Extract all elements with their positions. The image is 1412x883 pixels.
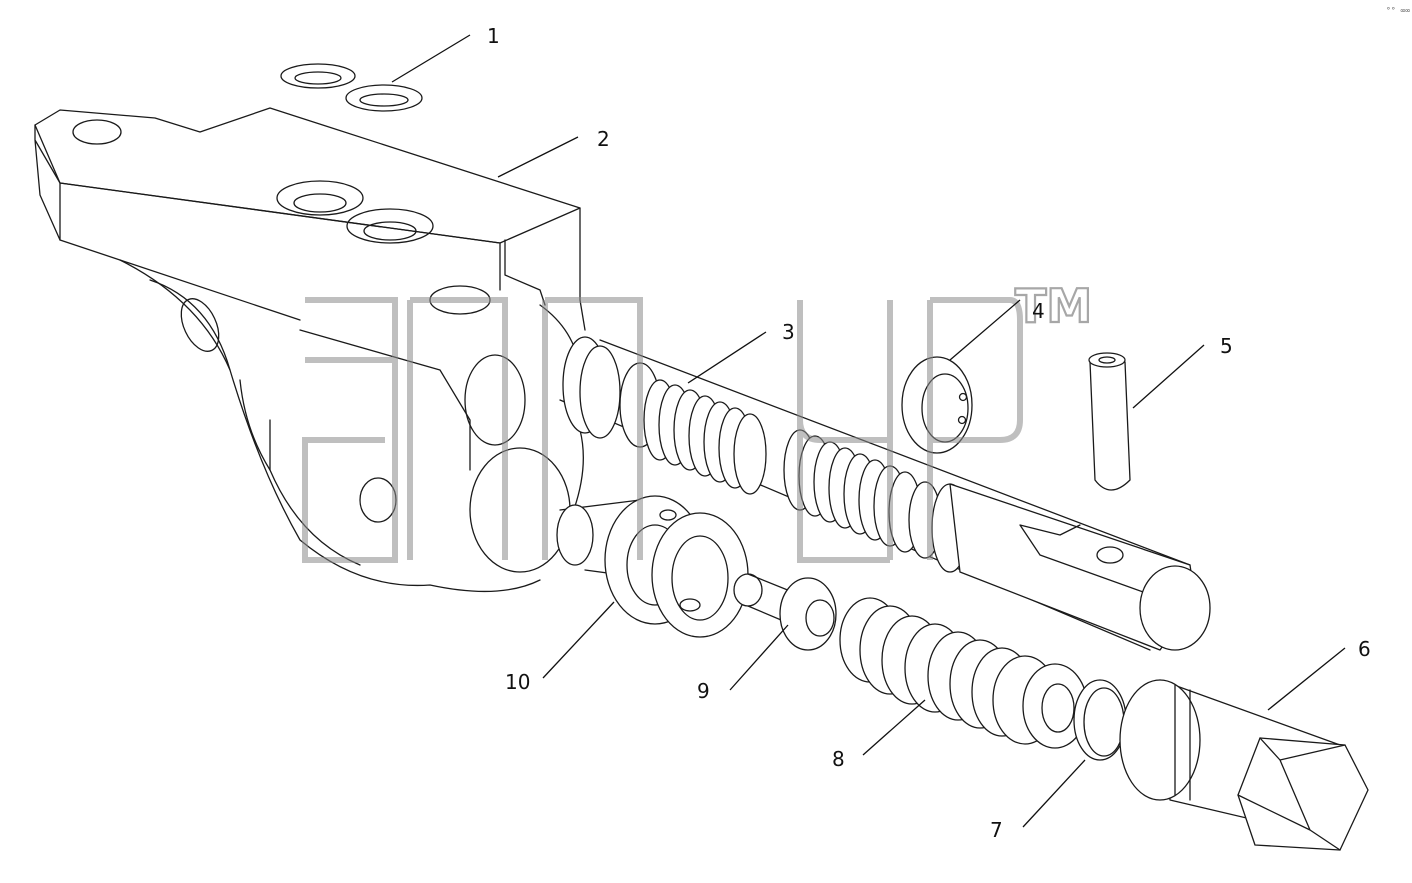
- leader-9: [729, 624, 789, 691]
- leader-8: [862, 699, 926, 756]
- leader-4: [949, 299, 1021, 361]
- callout-labels: 1 2 3 4 5 6 7 8 9 10: [487, 24, 1371, 842]
- part-7-ring: [1073, 679, 1127, 761]
- watermark-trademark: TM: [1015, 279, 1092, 333]
- corner-mark: °° ∞∞: [1386, 6, 1411, 15]
- part-5-pin: [1088, 352, 1131, 491]
- part-10-valve-seat: [556, 495, 749, 638]
- callout-1: 1: [487, 24, 500, 48]
- leader-lines: [391, 34, 1346, 828]
- spool-grooves-2: [783, 429, 922, 553]
- callout-8: 8: [832, 747, 845, 771]
- callout-7: 7: [990, 818, 1003, 842]
- part-1-o-rings: [280, 63, 423, 112]
- callout-4: 4: [1032, 299, 1045, 323]
- watermark-logo: TM: [302, 278, 1093, 563]
- leader-2: [497, 136, 579, 178]
- callout-3: 3: [782, 320, 795, 344]
- leader-1: [391, 34, 471, 83]
- callout-5: 5: [1220, 334, 1233, 358]
- part-9-poppet: [733, 573, 837, 651]
- leader-7: [1022, 759, 1086, 828]
- callout-2: 2: [597, 127, 610, 151]
- leader-3: [687, 331, 767, 384]
- leader-10: [542, 601, 615, 679]
- spool-grooves-1: [643, 379, 767, 495]
- leader-5: [1132, 344, 1205, 409]
- callout-10: 10: [505, 670, 530, 694]
- leader-6: [1267, 647, 1346, 711]
- callout-6: 6: [1358, 637, 1371, 661]
- part-8-spring: [839, 597, 1088, 749]
- part-6-plug: [1119, 679, 1369, 851]
- callout-9: 9: [697, 679, 710, 703]
